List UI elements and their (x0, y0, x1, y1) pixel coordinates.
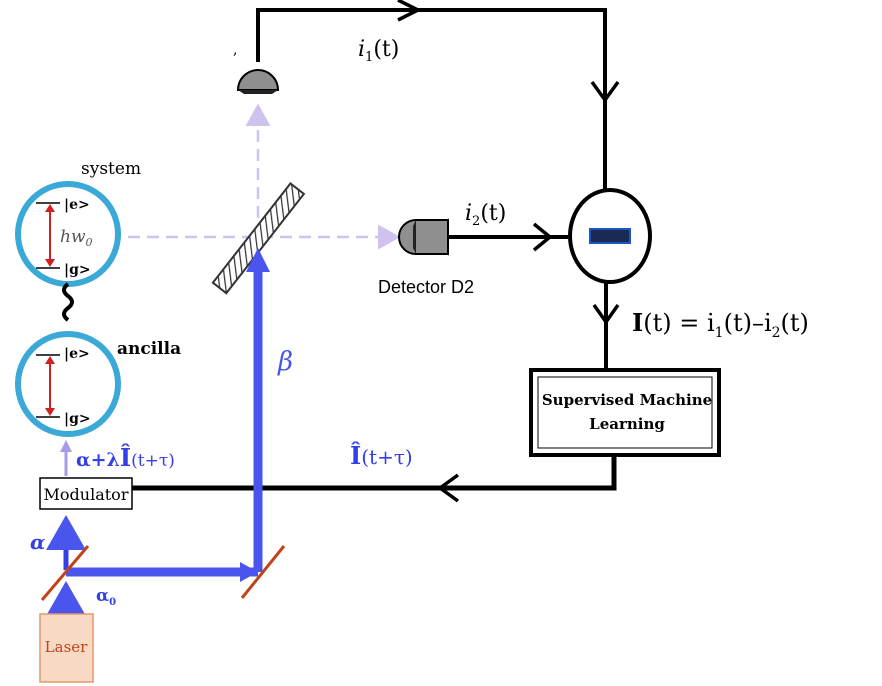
signal-wires (132, 0, 620, 503)
feedback-label: Î(t+τ) (350, 441, 413, 470)
modulator-box (39, 477, 133, 510)
ancilla-g-label: |g> (64, 411, 91, 427)
energy-label: hw0 (60, 227, 93, 249)
i1-arrow-down (590, 80, 620, 103)
feedback-arrow-left (437, 473, 460, 503)
beta-label: β (277, 347, 293, 377)
i2-label: i2(t) (465, 201, 506, 229)
coupling-link (62, 282, 74, 322)
ancilla-e-label: |e> (64, 346, 90, 362)
beam-splitter (211, 182, 306, 295)
subtractor-node (568, 188, 652, 284)
ml-label-line2: Learning (589, 415, 665, 433)
ml-label-line1: Supervised Machine (542, 391, 712, 409)
feedback-wire (132, 455, 617, 491)
mirror-1 (40, 545, 90, 601)
laser-box (39, 613, 94, 683)
modulator-input-label: α+λÎ(t+τ) (76, 443, 175, 472)
detector-d2-icon (398, 218, 449, 256)
i1-arrow-right (397, 0, 422, 22)
mirror-2 (240, 545, 286, 599)
ancilla-label: ancilla (117, 339, 181, 359)
ancilla-atom (15, 331, 121, 437)
detector-d2-label: Detector D2 (378, 277, 474, 297)
detector-d1-icon: , (233, 42, 280, 94)
system-g-label: |g> (64, 262, 91, 278)
current-arrow-down (592, 303, 620, 326)
i2-arrow-right (532, 222, 553, 252)
svg-text:,: , (233, 42, 237, 58)
system-e-label: |e> (64, 197, 90, 213)
alpha0-label: α0 (96, 586, 116, 608)
current-equation: I(t) = i1(t)–i2(t) (632, 308, 809, 341)
i1-wire (256, 8, 607, 192)
modulator-label: Modulator (44, 485, 129, 504)
laser-label: Laser (45, 638, 88, 656)
i1-label: i1(t) (358, 37, 399, 65)
ml-box-inner (537, 376, 713, 449)
laser-beams (46, 248, 270, 616)
alpha-label: α (30, 530, 45, 554)
system-label: system (81, 159, 141, 179)
